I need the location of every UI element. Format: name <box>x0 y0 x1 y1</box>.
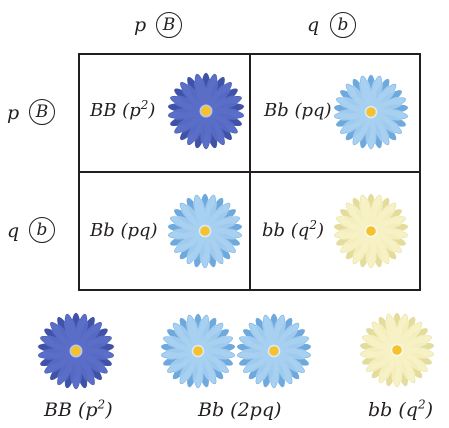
col1-frequency: p <box>134 14 147 36</box>
light-blue-flower-icon <box>168 193 242 269</box>
row2-frequency: q <box>7 220 20 242</box>
light-blue-flower-icon <box>334 74 408 150</box>
cream-flower-icon <box>334 193 408 269</box>
bottom-label-recessive: bb (q2) <box>368 397 434 421</box>
col1-allele: B <box>156 12 182 38</box>
cell-bb-het-bottom-label: Bb (pq) <box>90 220 158 241</box>
dark-blue-flower-icon <box>168 72 244 150</box>
light-blue-flower-icon <box>237 313 311 389</box>
col2-allele: b <box>330 12 356 38</box>
dark-blue-flower-icon <box>38 312 114 390</box>
cell-bb-dominant-label: BB (p2) <box>90 98 156 121</box>
cell-bb-recessive-label: bb (q2) <box>262 218 324 241</box>
bottom-label-dominant: BB (p2) <box>44 397 113 421</box>
row1-allele: B <box>29 99 55 125</box>
row2-allele: b <box>29 217 55 243</box>
grid-divider-horizontal <box>78 171 421 173</box>
cell-bb-het-top-label: Bb (pq) <box>264 100 332 121</box>
bottom-label-heterozygous: Bb (2pq) <box>198 399 282 421</box>
row1-frequency: p <box>7 102 20 124</box>
light-blue-flower-icon <box>161 313 235 389</box>
col2-frequency: q <box>307 14 320 36</box>
cream-flower-icon <box>360 312 434 388</box>
